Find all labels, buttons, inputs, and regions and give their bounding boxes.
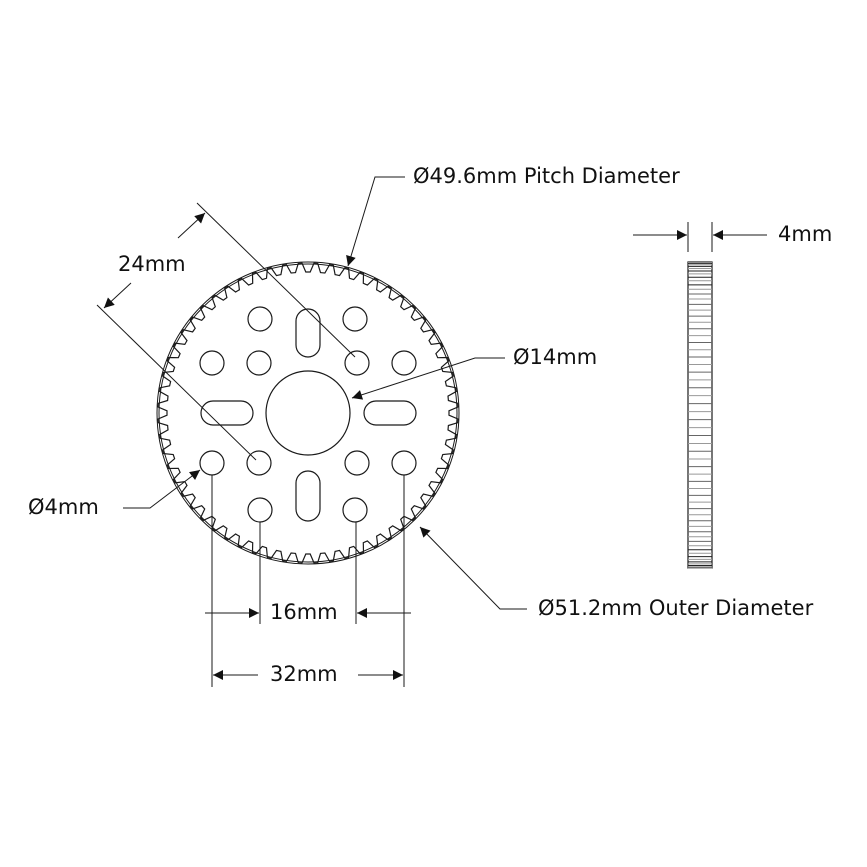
center-bore xyxy=(265,370,351,456)
outer-diameter-leader xyxy=(419,526,527,610)
mounting-hole xyxy=(391,450,417,476)
hole-diameter-label: Ø4mm xyxy=(28,495,99,519)
mounting-slot xyxy=(363,400,417,426)
diagonal-spacing-label: 24mm xyxy=(118,252,186,276)
hole-diameter-leader xyxy=(123,469,201,509)
mounting-holes xyxy=(199,306,417,523)
diagonal-extension-line-upper xyxy=(196,202,356,358)
bore-diameter-label: Ø14mm xyxy=(513,345,598,369)
gear-front-view xyxy=(156,261,460,565)
dimension-lines xyxy=(96,176,767,687)
mounting-hole xyxy=(199,450,225,476)
inner-spacing-label: 16mm xyxy=(270,600,338,624)
mounting-hole xyxy=(246,350,272,376)
mounting-hole xyxy=(199,350,225,376)
side-view-body xyxy=(687,261,713,569)
mounting-hole xyxy=(247,497,273,523)
diagonal-dim-arrow-lower xyxy=(103,282,132,309)
side-view-teeth-lines xyxy=(688,261,712,569)
pitch-diameter-leader xyxy=(346,176,405,267)
mounting-slot xyxy=(200,400,254,426)
mounting-hole xyxy=(391,350,417,376)
bore-diameter-leader xyxy=(351,357,505,400)
mounting-hole xyxy=(344,450,370,476)
mounting-hole xyxy=(344,350,370,376)
outer-spacing-label: 32mm xyxy=(270,662,338,686)
thickness-label: 4mm xyxy=(778,222,833,246)
gear-pitch-circle xyxy=(158,263,458,563)
mounting-hole xyxy=(342,306,368,332)
gear-outer-circle xyxy=(156,261,460,565)
mounting-hole xyxy=(247,306,273,332)
mounting-slots xyxy=(200,308,417,522)
diagonal-extension-line-lower xyxy=(96,304,257,461)
mounting-hole xyxy=(246,450,272,476)
gear-side-view xyxy=(687,261,713,569)
diagonal-dim-arrow-upper xyxy=(177,212,206,239)
pitch-diameter-label: Ø49.6mm Pitch Diameter xyxy=(413,164,680,188)
gear-teeth-outline xyxy=(157,262,459,564)
mounting-hole xyxy=(342,497,368,523)
mounting-slot xyxy=(295,308,321,358)
mounting-slot xyxy=(295,470,321,522)
outer-diameter-label: Ø51.2mm Outer Diameter xyxy=(538,596,814,620)
